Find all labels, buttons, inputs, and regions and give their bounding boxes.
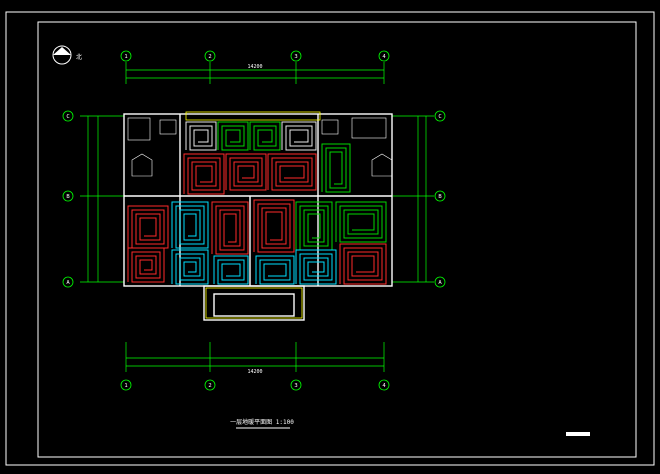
- axis-col-top-2: 2: [204, 50, 216, 62]
- axis-bubbles-right: C B A: [434, 110, 446, 288]
- axis-row-right-C: C: [434, 110, 446, 122]
- bottom-dimensions: [125, 342, 385, 372]
- drawing-scale: 1:100: [276, 419, 294, 426]
- axis-row-left-B: B: [62, 190, 74, 202]
- compass-label: 北: [76, 53, 82, 61]
- coil-14: [213, 255, 249, 285]
- sheet-border: [5, 11, 655, 466]
- coil-16: [255, 255, 295, 285]
- axis-bubbles-top: 1 2 3 4: [120, 50, 390, 62]
- axis-col-top-3-label: 3: [294, 54, 297, 60]
- axis-col-top-1: 1: [120, 50, 132, 62]
- coil-2: [217, 121, 249, 151]
- heating-coils: [127, 121, 387, 285]
- axis-col-bottom-1-label: 1: [124, 383, 127, 389]
- coil-3: [249, 121, 281, 151]
- axis-col-top-4-label: 4: [382, 54, 386, 60]
- coil-5: [183, 153, 225, 195]
- axis-col-bottom-2-label: 2: [208, 383, 211, 389]
- coil-13: [211, 201, 249, 255]
- axis-row-left-A: A: [62, 276, 74, 288]
- axis-col-bottom-3-label: 3: [294, 383, 297, 389]
- axis-col-bottom-2: 2: [204, 379, 216, 391]
- coil-20: [339, 243, 387, 285]
- axis-col-bottom-4-label: 4: [382, 383, 386, 389]
- coil-1: [185, 121, 217, 151]
- coil-19: [335, 201, 387, 243]
- drawing-frame: [37, 21, 637, 458]
- building-walls: [123, 113, 393, 321]
- axis-bubbles-left: C B A: [62, 110, 74, 288]
- coil-17: [295, 201, 333, 251]
- coil-9: [127, 205, 169, 249]
- axis-row-left-B-label: B: [66, 194, 70, 200]
- axis-col-bottom-3: 3: [290, 379, 302, 391]
- axis-col-top-3: 3: [290, 50, 302, 62]
- axis-col-top-4: 4: [378, 50, 390, 62]
- drawing-title-text: 一层地暖平面图: [230, 418, 272, 426]
- north-arrow-icon: 北: [52, 45, 82, 65]
- axis-row-left-A-label: A: [66, 280, 70, 286]
- axis-row-right-B: B: [434, 190, 446, 202]
- coil-15: [253, 199, 295, 253]
- accent-outlines: [185, 111, 321, 319]
- coil-8: [321, 143, 351, 193]
- axis-row-right-C-label: C: [438, 114, 441, 120]
- axis-col-top-1-label: 1: [124, 54, 127, 60]
- top-total-dimension: 14200: [247, 64, 262, 70]
- axis-col-bottom-1: 1: [120, 379, 132, 391]
- axis-row-right-A: A: [434, 276, 446, 288]
- coil-6: [225, 153, 267, 191]
- axis-col-top-2-label: 2: [208, 54, 211, 60]
- axis-col-bottom-4: 4: [378, 379, 390, 391]
- coil-18: [295, 249, 337, 285]
- axis-row-right-B-label: B: [438, 194, 442, 200]
- axis-bubbles-bottom: 1 2 3 4: [120, 379, 390, 391]
- axis-row-left-C-label: C: [66, 114, 69, 120]
- coil-7: [267, 153, 317, 191]
- coil-11: [171, 201, 209, 249]
- side-dimensions: [80, 115, 434, 283]
- axis-row-left-C: C: [62, 110, 74, 122]
- bottom-total-dimension: 14200: [247, 369, 262, 375]
- coil-12: [171, 249, 209, 285]
- coil-4: [281, 121, 317, 151]
- title-block-mark: [566, 432, 590, 436]
- fixtures: [127, 117, 393, 177]
- coil-10: [127, 247, 165, 283]
- top-dimensions: [125, 62, 385, 84]
- axis-row-right-A-label: A: [438, 280, 442, 286]
- drawing-title: 一层地暖平面图 1:100: [230, 418, 294, 426]
